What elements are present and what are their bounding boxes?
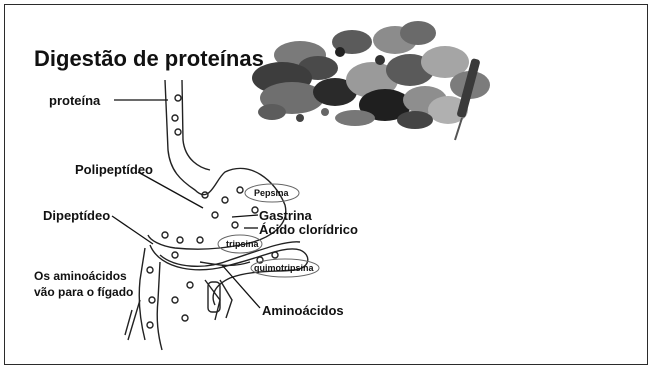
label-proteina: proteína	[49, 93, 100, 108]
protein-foods-image	[252, 21, 490, 140]
label-quimotripsina: quimotripsina	[254, 263, 314, 273]
label-polipeptideo: Polipeptídeo	[75, 162, 153, 177]
leader-lines	[112, 100, 260, 308]
label-tripsina: tripsina	[226, 239, 259, 249]
label-aminoacidos-figado: Os aminoácidos vão para o fígado	[34, 268, 133, 300]
label-dipeptideo: Dipeptídeo	[43, 208, 110, 223]
label-pepsina: Pepsina	[254, 188, 289, 198]
label-gastrina: Gastrina	[259, 208, 312, 223]
label-acido-cloridrico: Ácido clorídrico	[259, 222, 358, 237]
label-aminoacidos: Aminoácidos	[262, 303, 344, 318]
label-aminoacidos-figado-line2: vão para o fígado	[34, 284, 133, 300]
label-aminoacidos-figado-line1: Os aminoácidos	[34, 268, 133, 284]
page-title: Digestão de proteínas	[34, 46, 264, 72]
